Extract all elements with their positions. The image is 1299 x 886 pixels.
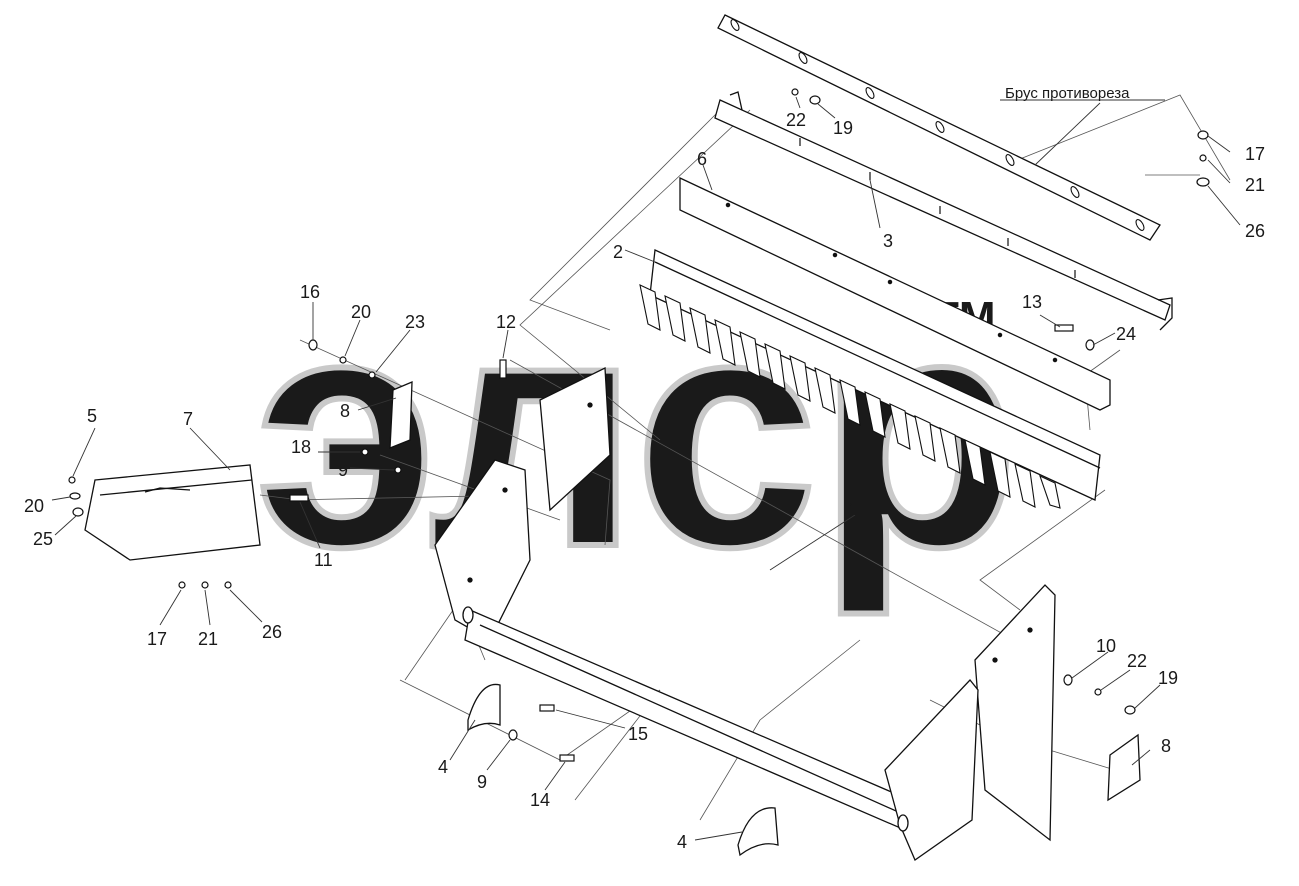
part-2-knife-comb [639, 249, 1101, 509]
callout-6: 6 [697, 149, 707, 169]
annotation-counter-knife-bar: Брус противореза [1005, 85, 1130, 102]
callout-4: 4 [677, 832, 687, 852]
part-7-cover [84, 464, 261, 561]
callout-26: 26 [1245, 221, 1265, 241]
callout-9: 9 [477, 772, 487, 792]
part-3-angle-bar [714, 91, 1173, 331]
callout-numbers: 22 19 17 21 26 6 3 2 13 24 16 20 23 12 8… [24, 110, 1265, 852]
callout-15: 15 [628, 724, 648, 744]
callout-13: 13 [1022, 292, 1042, 312]
callout-14: 14 [530, 790, 550, 810]
callout-8: 8 [340, 401, 350, 421]
callout-21: 21 [1245, 175, 1265, 195]
part-8-bracket-lower [1107, 733, 1141, 802]
part-4-shield-left [467, 683, 501, 732]
callout-9: 9 [338, 460, 348, 480]
fasteners [68, 88, 1210, 762]
callout-4: 4 [438, 757, 448, 777]
part-1-main-frame [434, 366, 1056, 861]
part-4-shield-bottom [737, 807, 779, 857]
callout-21: 21 [198, 629, 218, 649]
callout-11: 11 [314, 550, 333, 570]
callout-19: 19 [1158, 668, 1178, 688]
callout-19: 19 [833, 118, 853, 138]
callout-20: 20 [24, 496, 44, 516]
part-8-bracket-upper [389, 381, 413, 449]
callout-16: 16 [300, 282, 320, 302]
callout-12: 12 [496, 312, 516, 332]
callout-2: 2 [613, 242, 623, 262]
counter-knife-bar [717, 14, 1161, 241]
callout-25: 25 [33, 529, 53, 549]
callout-24: 24 [1116, 324, 1136, 344]
callout-22: 22 [786, 110, 806, 130]
callout-22: 22 [1127, 651, 1147, 671]
callout-20: 20 [351, 302, 371, 322]
callout-5: 5 [87, 406, 97, 426]
callout-7: 7 [183, 409, 193, 429]
part-6-plate [679, 176, 1111, 411]
callout-23: 23 [405, 312, 425, 332]
callout-10: 10 [1096, 636, 1116, 656]
callout-3: 3 [883, 231, 893, 251]
callout-8: 8 [1161, 736, 1171, 756]
callout-18: 18 [291, 437, 311, 457]
callout-1: 1 [848, 499, 858, 519]
callout-17: 17 [147, 629, 167, 649]
leader-lines [51, 96, 1241, 841]
callout-26: 26 [262, 622, 282, 642]
callout-17: 17 [1245, 144, 1265, 164]
